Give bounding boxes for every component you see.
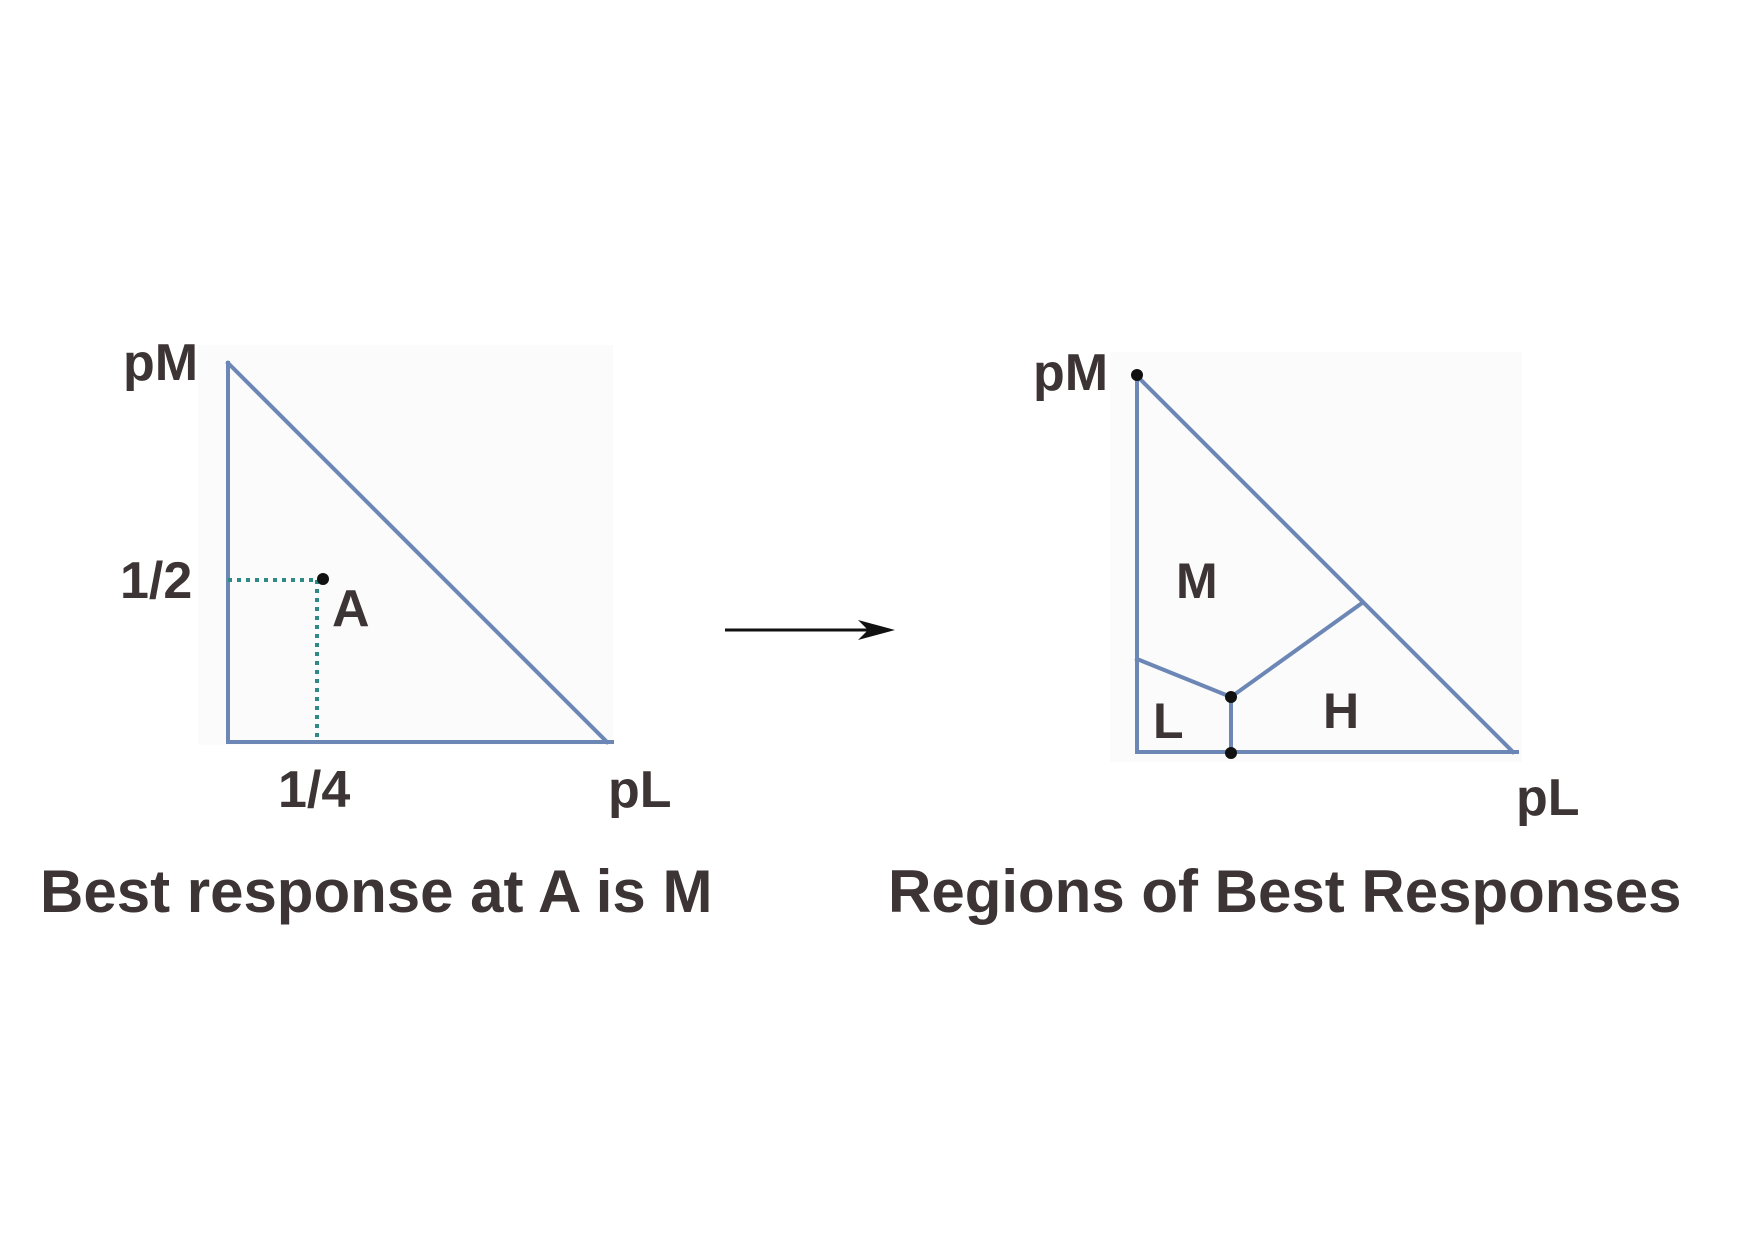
vertex-pm-marker — [1131, 369, 1143, 381]
right-axis-y-label: pM — [1033, 344, 1108, 402]
boundary-l-m — [1134, 656, 1234, 700]
right-panel: pM pL M L H Regions of Best Responses — [888, 344, 1682, 925]
boundary-m-h — [1228, 600, 1365, 700]
vertex-base-marker — [1225, 747, 1237, 759]
point-a-label: A — [332, 580, 370, 638]
right-caption: Regions of Best Responses — [888, 858, 1682, 925]
right-hypotenuse — [1134, 373, 1516, 755]
vertex-interior-marker — [1225, 691, 1237, 703]
left-tick-x-label: 1/4 — [278, 761, 350, 819]
point-a-marker — [317, 573, 329, 585]
region-h-label: H — [1323, 683, 1359, 739]
transition-arrow — [725, 620, 895, 640]
left-caption: Best response at A is M — [40, 858, 712, 925]
left-hypotenuse — [225, 360, 610, 745]
region-l-label: L — [1153, 693, 1184, 749]
left-axis-x-label: pL — [608, 761, 672, 819]
left-tick-y-label: 1/2 — [120, 552, 192, 610]
arrow-head — [858, 620, 895, 640]
left-axis-y-label: pM — [123, 334, 198, 392]
right-axis-x-label: pL — [1516, 769, 1580, 827]
left-panel: pM 1/2 A 1/4 pL Best response at A is M — [40, 334, 712, 925]
region-m-label: M — [1176, 553, 1218, 609]
